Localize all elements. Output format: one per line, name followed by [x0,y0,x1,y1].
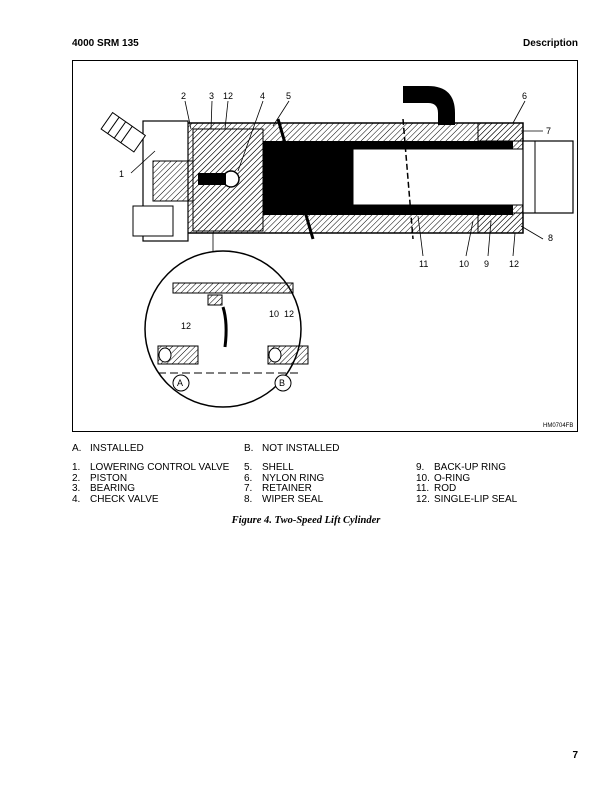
legend-item: 1.LOWERING CONTROL VALVE [72,462,230,473]
leader-lines [130,100,544,266]
detail-b-label: B [279,378,285,388]
callout-2: 2 [181,91,186,101]
callout-8: 8 [548,233,553,243]
two-speed-lift-cylinder-drawing: 2 3 12 4 5 6 7 8 11 10 9 12 1 12 10 12 A… [100,86,574,429]
legend-item: 4.CHECK VALVE [72,493,159,505]
legend-item: 3.BEARING [72,483,136,494]
legend-text: NOT INSTALLED [262,443,340,454]
callout-4: 4 [260,91,265,101]
callout-12-detail-b: 12 [284,309,294,319]
legend-item: 8.WIPER SEAL [244,493,324,505]
legend-item: 7.RETAINER [244,483,312,494]
legend-item: 10.O-RING [416,472,471,484]
callout-7: 7 [546,126,551,136]
legend-letter: A. [72,443,82,454]
callout-11: 11 [419,259,428,269]
legend-installed: A. INSTALLED [72,443,144,455]
detail-a-label: A [177,378,183,388]
legend-text: INSTALLED [90,443,144,454]
legend-not-installed: B. NOT INSTALLED [244,443,340,455]
callout-10-detail-b: 10 [269,309,279,319]
legend-column-2: 5.SHELL 6.NYLON RING 7.RETAINER 8.WIPER … [244,462,325,505]
legend-column-3: 9.BACK-UP RING 10.O-RING 11.ROD 12.SINGL… [416,462,518,505]
callout-9: 9 [484,259,489,269]
callout-12-detail-a: 12 [181,321,191,331]
legend-item: 6.NYLON RING [244,472,325,484]
callout-5: 5 [286,91,291,101]
legend-column-1: 1.LOWERING CONTROL VALVE 2.PISTON 3.BEAR… [72,462,230,505]
detail-view [144,250,309,408]
legend-item: 12.SINGLE-LIP SEAL [416,493,518,505]
header-document-id: 4000 SRM 135 [72,38,139,49]
header-section: Description [522,38,578,49]
legend-item: 5.SHELL [244,462,294,473]
figure-frame: 2 3 12 4 5 6 7 8 11 10 9 12 1 12 10 12 A… [72,60,578,432]
callout-6: 6 [522,91,527,101]
legend-letter: B. [244,443,254,454]
figure-caption: Figure 4. Two-Speed Lift Cylinder [231,515,381,526]
legend-item: 2.PISTON [72,472,128,484]
callout-12-bottom: 12 [509,259,519,269]
page-number: 7 [572,750,578,761]
callout-1: 1 [119,169,124,179]
figure-code: HM0704FB [543,423,573,429]
legend-item: 9.BACK-UP RING [416,462,507,473]
callout-12-top: 12 [223,91,233,101]
legend-item: 11.ROD [416,483,457,494]
callout-3: 3 [209,91,214,101]
callout-10: 10 [459,259,469,269]
cylinder-body [100,86,574,242]
